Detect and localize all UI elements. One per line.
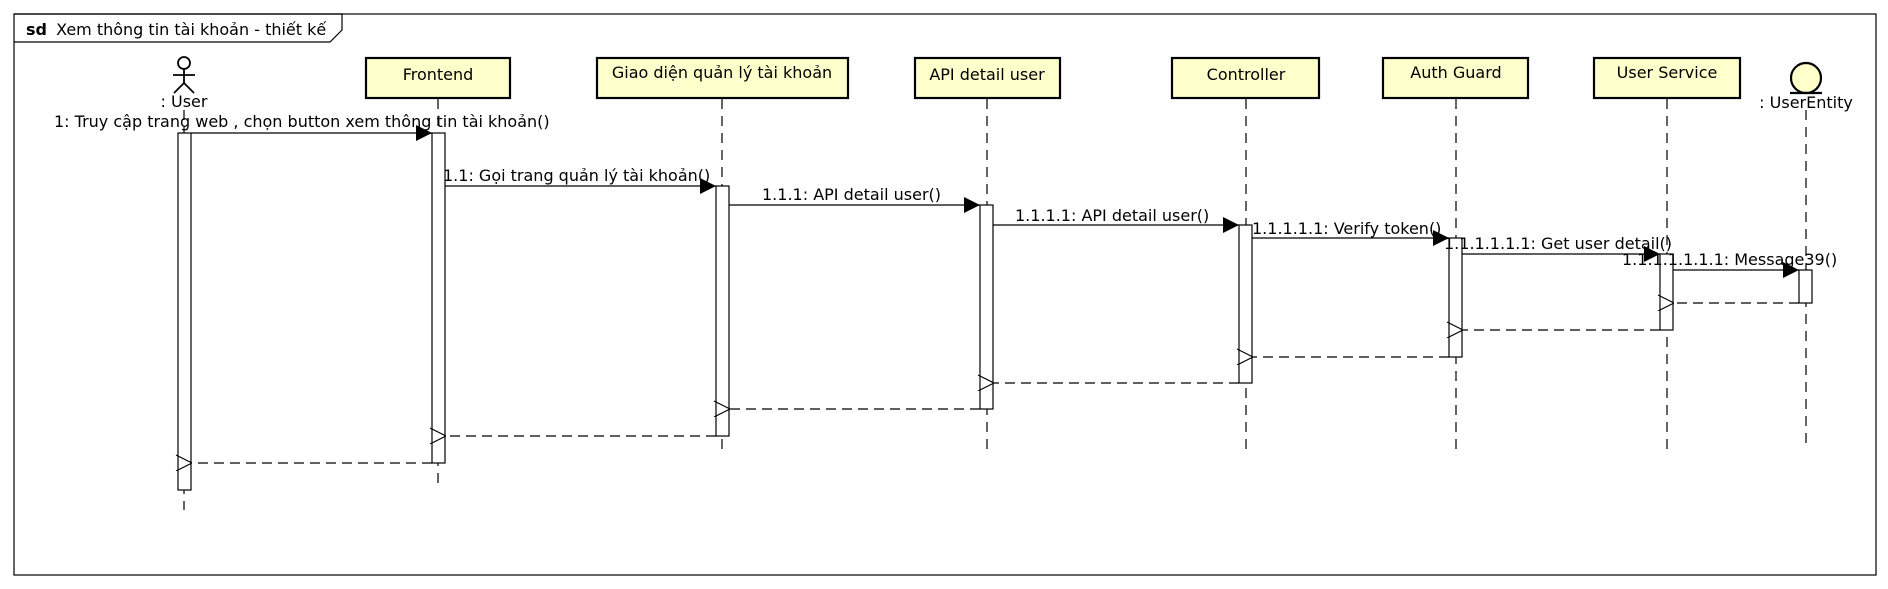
participant-guard: Auth Guard [1381, 56, 1530, 100]
frame-title-tab [14, 13, 343, 43]
activation-service [1659, 253, 1674, 331]
activation-api [979, 204, 994, 410]
participant-controller: Controller [1170, 56, 1321, 100]
participant-service: User Service [1592, 56, 1742, 100]
message-1-1-1-1-label: 1.1.1.1: API detail user() [1015, 206, 1209, 225]
return-messages [192, 303, 1799, 463]
activation-entity [1798, 269, 1813, 304]
activation-guard [1448, 237, 1463, 358]
frame-title-text: Xem thông tin tài khoản - thiết kế [56, 20, 326, 39]
participant-entity-label: : UserEntity [1759, 93, 1853, 112]
participant-api-label: API detail user [929, 65, 1045, 84]
message-1-1-label: 1.1: Gọi trang quản lý tài khoản() [443, 166, 710, 185]
activation-controller [1238, 224, 1253, 384]
participant-guard-label: Auth Guard [1410, 63, 1501, 82]
message-1-label: 1: Truy cập trang web , chọn button xem … [54, 112, 550, 131]
message-1-1-1-1-1-1-label: 1.1.1.1.1.1: Get user detail() [1444, 234, 1672, 253]
participant-user [173, 56, 195, 94]
participant-user-label: : User [161, 92, 208, 111]
participant-api: API detail user [913, 56, 1062, 100]
actor-head-icon [177, 56, 191, 70]
message-labels: 1: Truy cập trang web , chọn button xem … [54, 112, 1837, 269]
participant-frontend: Frontend [364, 56, 512, 100]
frame-keyword: sd [26, 20, 47, 39]
message-1-1-1-1-1-label: 1.1.1.1.1: Verify token() [1252, 219, 1441, 238]
activation-ui [715, 185, 730, 437]
message-1-1-1-label: 1.1.1: API detail user() [762, 185, 941, 204]
participant-ui: Giao diện quản lý tài khoản [595, 56, 850, 100]
participant-controller-label: Controller [1207, 65, 1286, 84]
diagram-frame [13, 13, 1877, 576]
frame-title: sd Xem thông tin tài khoản - thiết kế [26, 20, 326, 39]
activation-frontend [431, 132, 446, 464]
message-1-1-1-1-1-1-1-label: 1.1.1.1.1.1.1: Message39() [1622, 250, 1837, 269]
activation-bars [177, 132, 1813, 491]
activation-user [177, 132, 192, 491]
sync-messages [191, 125, 1799, 278]
entity-icon [1789, 61, 1823, 95]
lifelines [183, 99, 1807, 510]
participant-entity [1789, 61, 1823, 95]
participant-frontend-label: Frontend [403, 65, 474, 84]
participant-service-label: User Service [1617, 63, 1718, 82]
participant-ui-label: Giao diện quản lý tài khoản [612, 63, 832, 82]
